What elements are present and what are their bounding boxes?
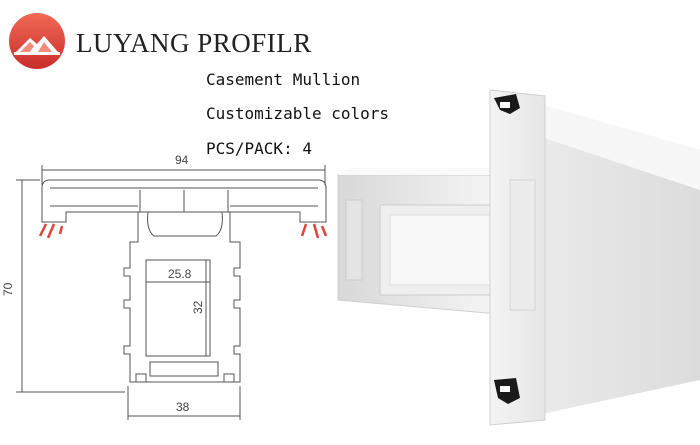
width-label: 94: [175, 153, 189, 167]
brand-logo-icon: [9, 13, 65, 69]
color-option: Customizable colors: [206, 104, 390, 123]
mullion-profile-render-icon: [337, 89, 700, 426]
base-width-label: 38: [176, 400, 190, 414]
cross-section-drawing: 94 70 25.8 32 38: [1, 153, 328, 420]
inner-height-label: 32: [191, 300, 205, 314]
brand-name: LUYANG PROFILR: [76, 28, 312, 58]
height-label: 70: [1, 282, 15, 296]
pack-quantity: PCS/PACK: 4: [206, 139, 312, 158]
product-name: Casement Mullion: [206, 70, 361, 89]
gasket-marks: [38, 223, 328, 239]
inner-width-label: 25.8: [168, 267, 192, 281]
